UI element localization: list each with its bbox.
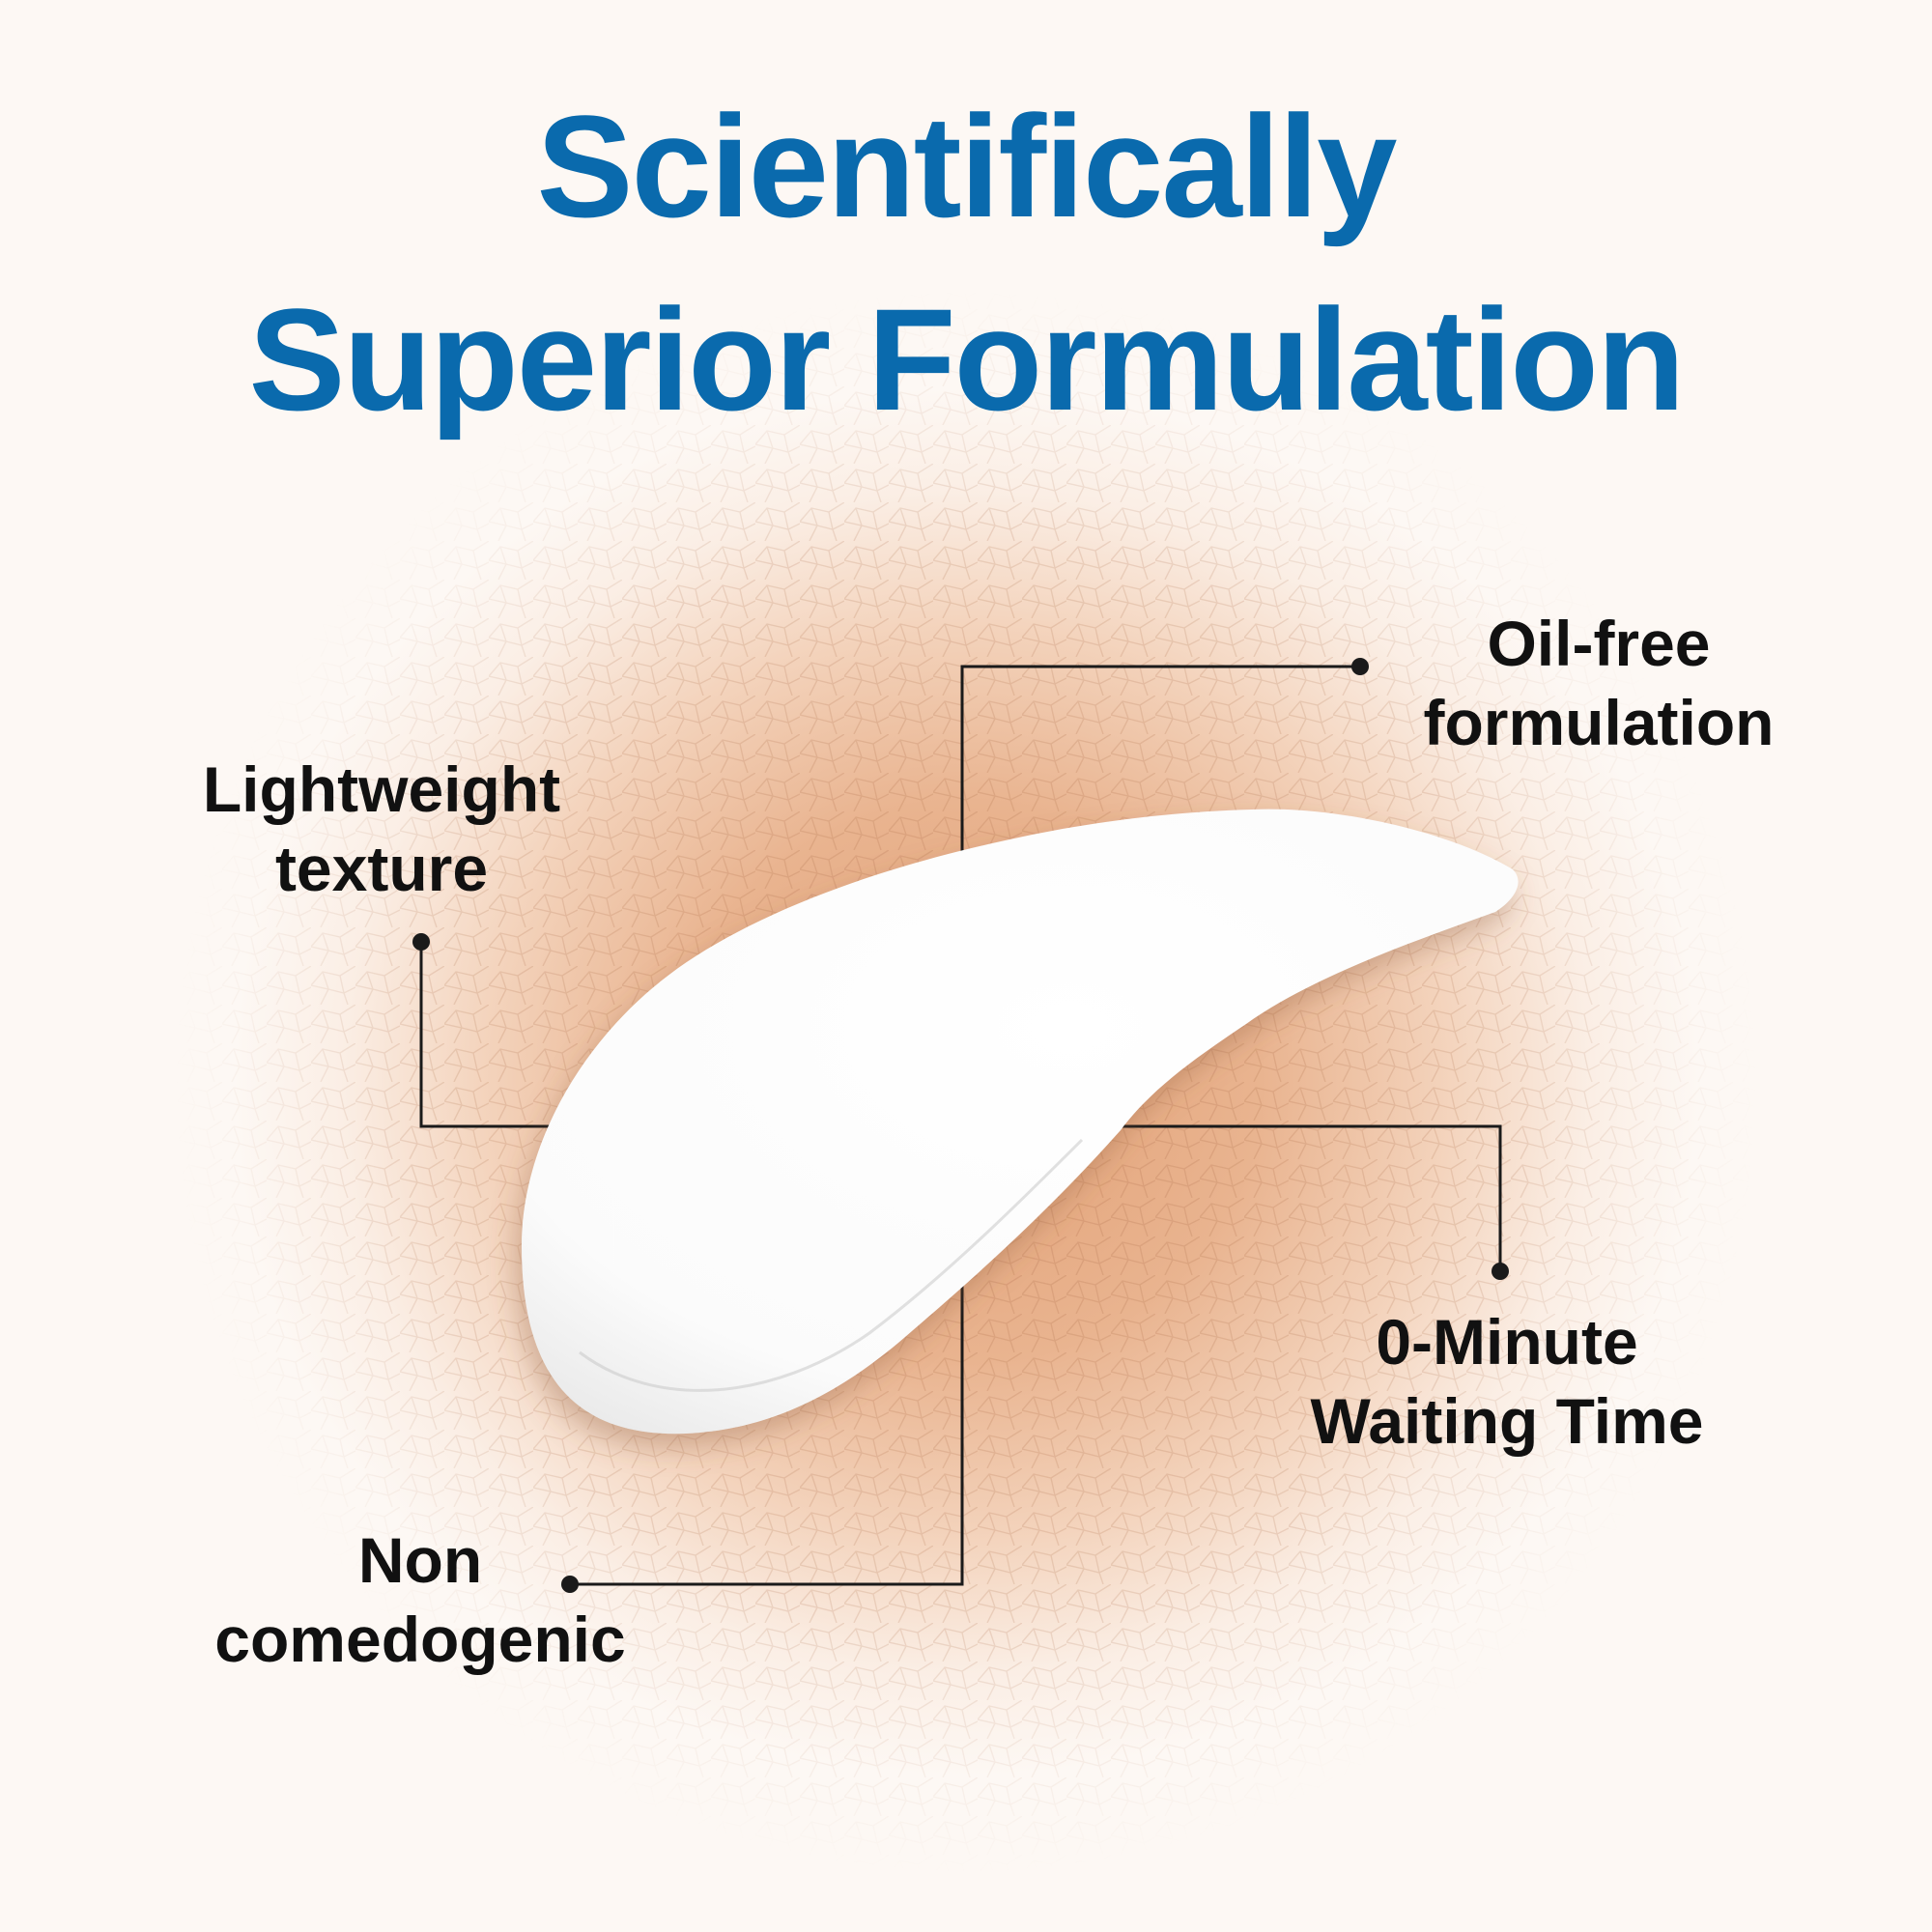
- feature-non-comedogenic: Non comedogenic: [159, 1520, 681, 1679]
- non-comedogenic-line-1: Non: [357, 1524, 483, 1596]
- non-comedogenic-connector: [570, 1265, 964, 1586]
- lightweight-connector: [419, 942, 551, 1128]
- waiting-time-connector: [1111, 1124, 1502, 1271]
- waiting-time-dot: [1492, 1263, 1509, 1280]
- oil-free-line-2: formulation: [1423, 687, 1775, 758]
- lightweight-dot: [412, 933, 430, 951]
- headline-line-2: Superior Formulation: [248, 278, 1685, 440]
- lightweight-line-2: texture: [274, 833, 489, 904]
- feature-waiting-time: 0-Minute Waiting Time: [1246, 1302, 1768, 1461]
- oil-free-connector: [960, 665, 1360, 869]
- headline-line-1: Scientifically: [536, 85, 1397, 247]
- waiting-time-line-2: Waiting Time: [1310, 1385, 1704, 1457]
- non-comedogenic-dot: [561, 1576, 579, 1593]
- lightweight-line-1: Lightweight: [202, 753, 561, 825]
- feature-lightweight: Lightweight texture: [150, 750, 613, 908]
- oil-free-dot: [1351, 658, 1369, 675]
- waiting-time-line-1: 0-Minute: [1376, 1306, 1638, 1378]
- non-comedogenic-line-2: comedogenic: [214, 1604, 626, 1675]
- feature-oil-free: Oil-free formulation: [1367, 604, 1831, 762]
- oil-free-line-1: Oil-free: [1487, 608, 1711, 679]
